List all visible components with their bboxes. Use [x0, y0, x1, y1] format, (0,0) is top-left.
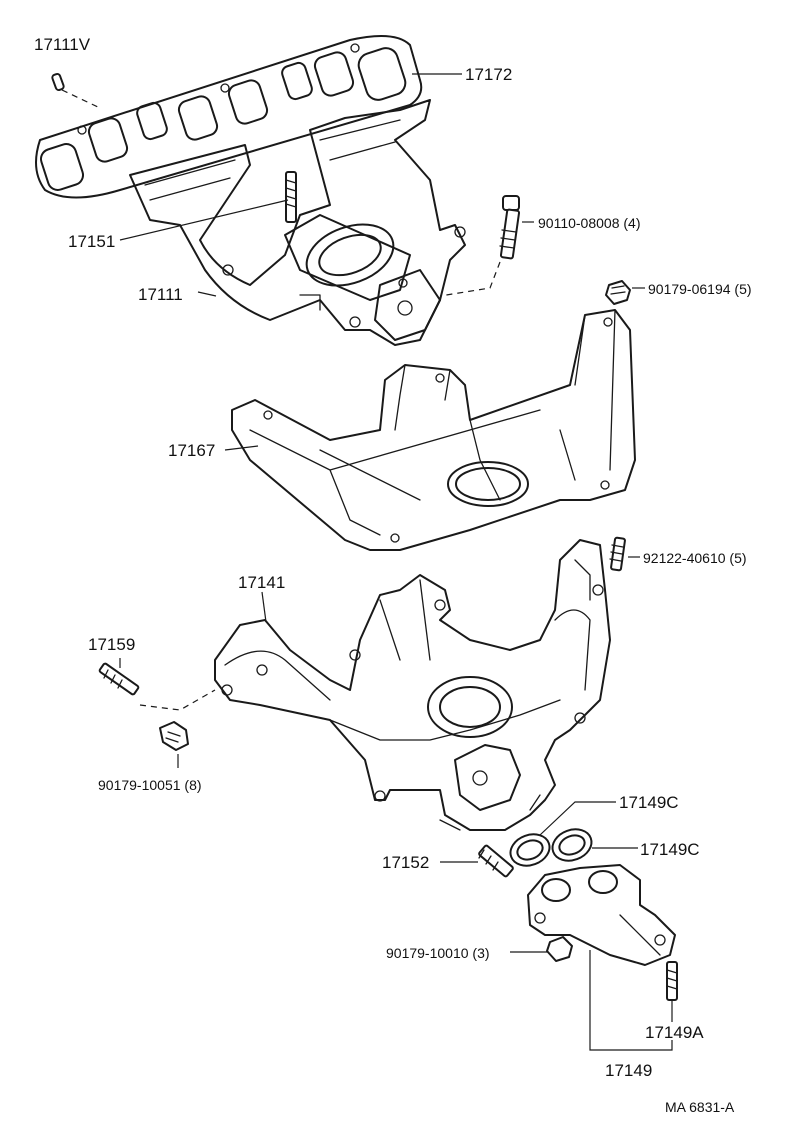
- stud-17159-drawing: [98, 662, 216, 711]
- nut-90179-06194-drawing: [605, 280, 631, 305]
- label-90110-08008: 90110-08008 (4): [538, 215, 640, 231]
- manifold-17141-drawing: [214, 539, 611, 831]
- label-17152: 17152: [382, 853, 429, 872]
- label-17149c-lower: 17149C: [640, 840, 700, 859]
- label-17111v: 17111V: [34, 35, 91, 54]
- nut-90179-10010-drawing: [546, 936, 573, 962]
- pin-17111v-drawing: [51, 72, 101, 109]
- label-17149a: 17149A: [645, 1023, 704, 1042]
- label-17149: 17149: [605, 1061, 652, 1080]
- manifold-17111-drawing: [129, 99, 466, 346]
- gasket-17149c-drawing: [509, 828, 593, 867]
- pipe-17149-drawing: [527, 864, 676, 966]
- label-17111: 17111: [138, 285, 183, 304]
- label-90179-10051: 90179-10051 (8): [98, 777, 202, 793]
- nut-90179-10051-drawing: [159, 721, 189, 751]
- label-17141: 17141: [238, 573, 285, 592]
- stud-17151-drawing: [285, 171, 297, 223]
- stud-17152-drawing: [478, 844, 514, 878]
- insulator-17167-drawing: [231, 309, 636, 551]
- stud-92122-drawing: [609, 536, 626, 572]
- label-17172: 17172: [465, 65, 512, 84]
- stud-17149a-drawing: [666, 961, 678, 1001]
- label-17159: 17159: [88, 635, 135, 654]
- bolt-90110-08008-drawing: [439, 195, 521, 297]
- label-92122-40610: 92122-40610 (5): [643, 550, 747, 566]
- label-17149c-upper: 17149C: [619, 793, 679, 812]
- label-90179-10010: 90179-10010 (3): [386, 945, 490, 961]
- reference-code: MA 6831-A: [665, 1099, 735, 1115]
- label-90179-06194: 90179-06194 (5): [648, 281, 752, 297]
- label-17151: 17151: [68, 232, 115, 251]
- leader-lines: [119, 73, 673, 1051]
- label-17167: 17167: [168, 441, 215, 460]
- gasket-17172-drawing: [35, 35, 423, 199]
